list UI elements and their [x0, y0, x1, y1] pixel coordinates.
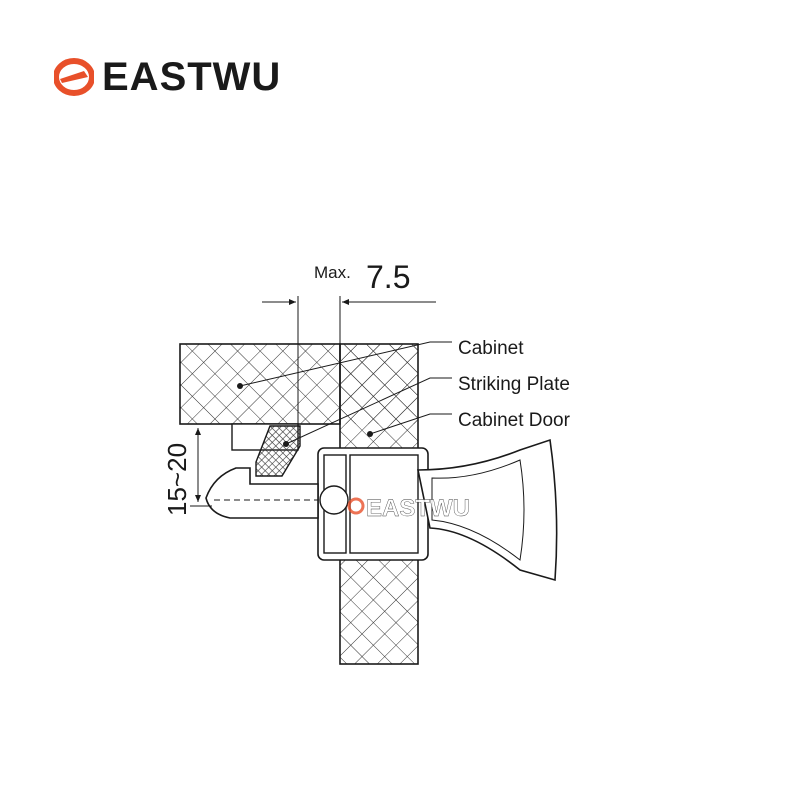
watermark-text: EASTWU: [366, 495, 470, 522]
leader-lines: [237, 341, 452, 447]
max-dimension: Max. 7.5: [262, 259, 436, 446]
max-prefix: Max.: [314, 263, 351, 282]
cabinet-panel: [179, 343, 341, 425]
brand-name: EASTWU: [102, 55, 282, 99]
max-value: 7.5: [366, 259, 410, 295]
label-cabinet-door: Cabinet Door: [458, 410, 571, 431]
brand-logo: EASTWU: [54, 54, 281, 100]
range-dimension: 15~20: [162, 423, 232, 516]
watermark: EASTWU: [347, 495, 470, 522]
label-cabinet: Cabinet: [458, 338, 524, 359]
range-value: 15~20: [162, 443, 192, 516]
label-striking-plate: Striking Plate: [458, 374, 570, 395]
brand-logo-icon: [54, 58, 94, 96]
handle: [417, 438, 558, 582]
latch-bolt: [205, 467, 349, 519]
